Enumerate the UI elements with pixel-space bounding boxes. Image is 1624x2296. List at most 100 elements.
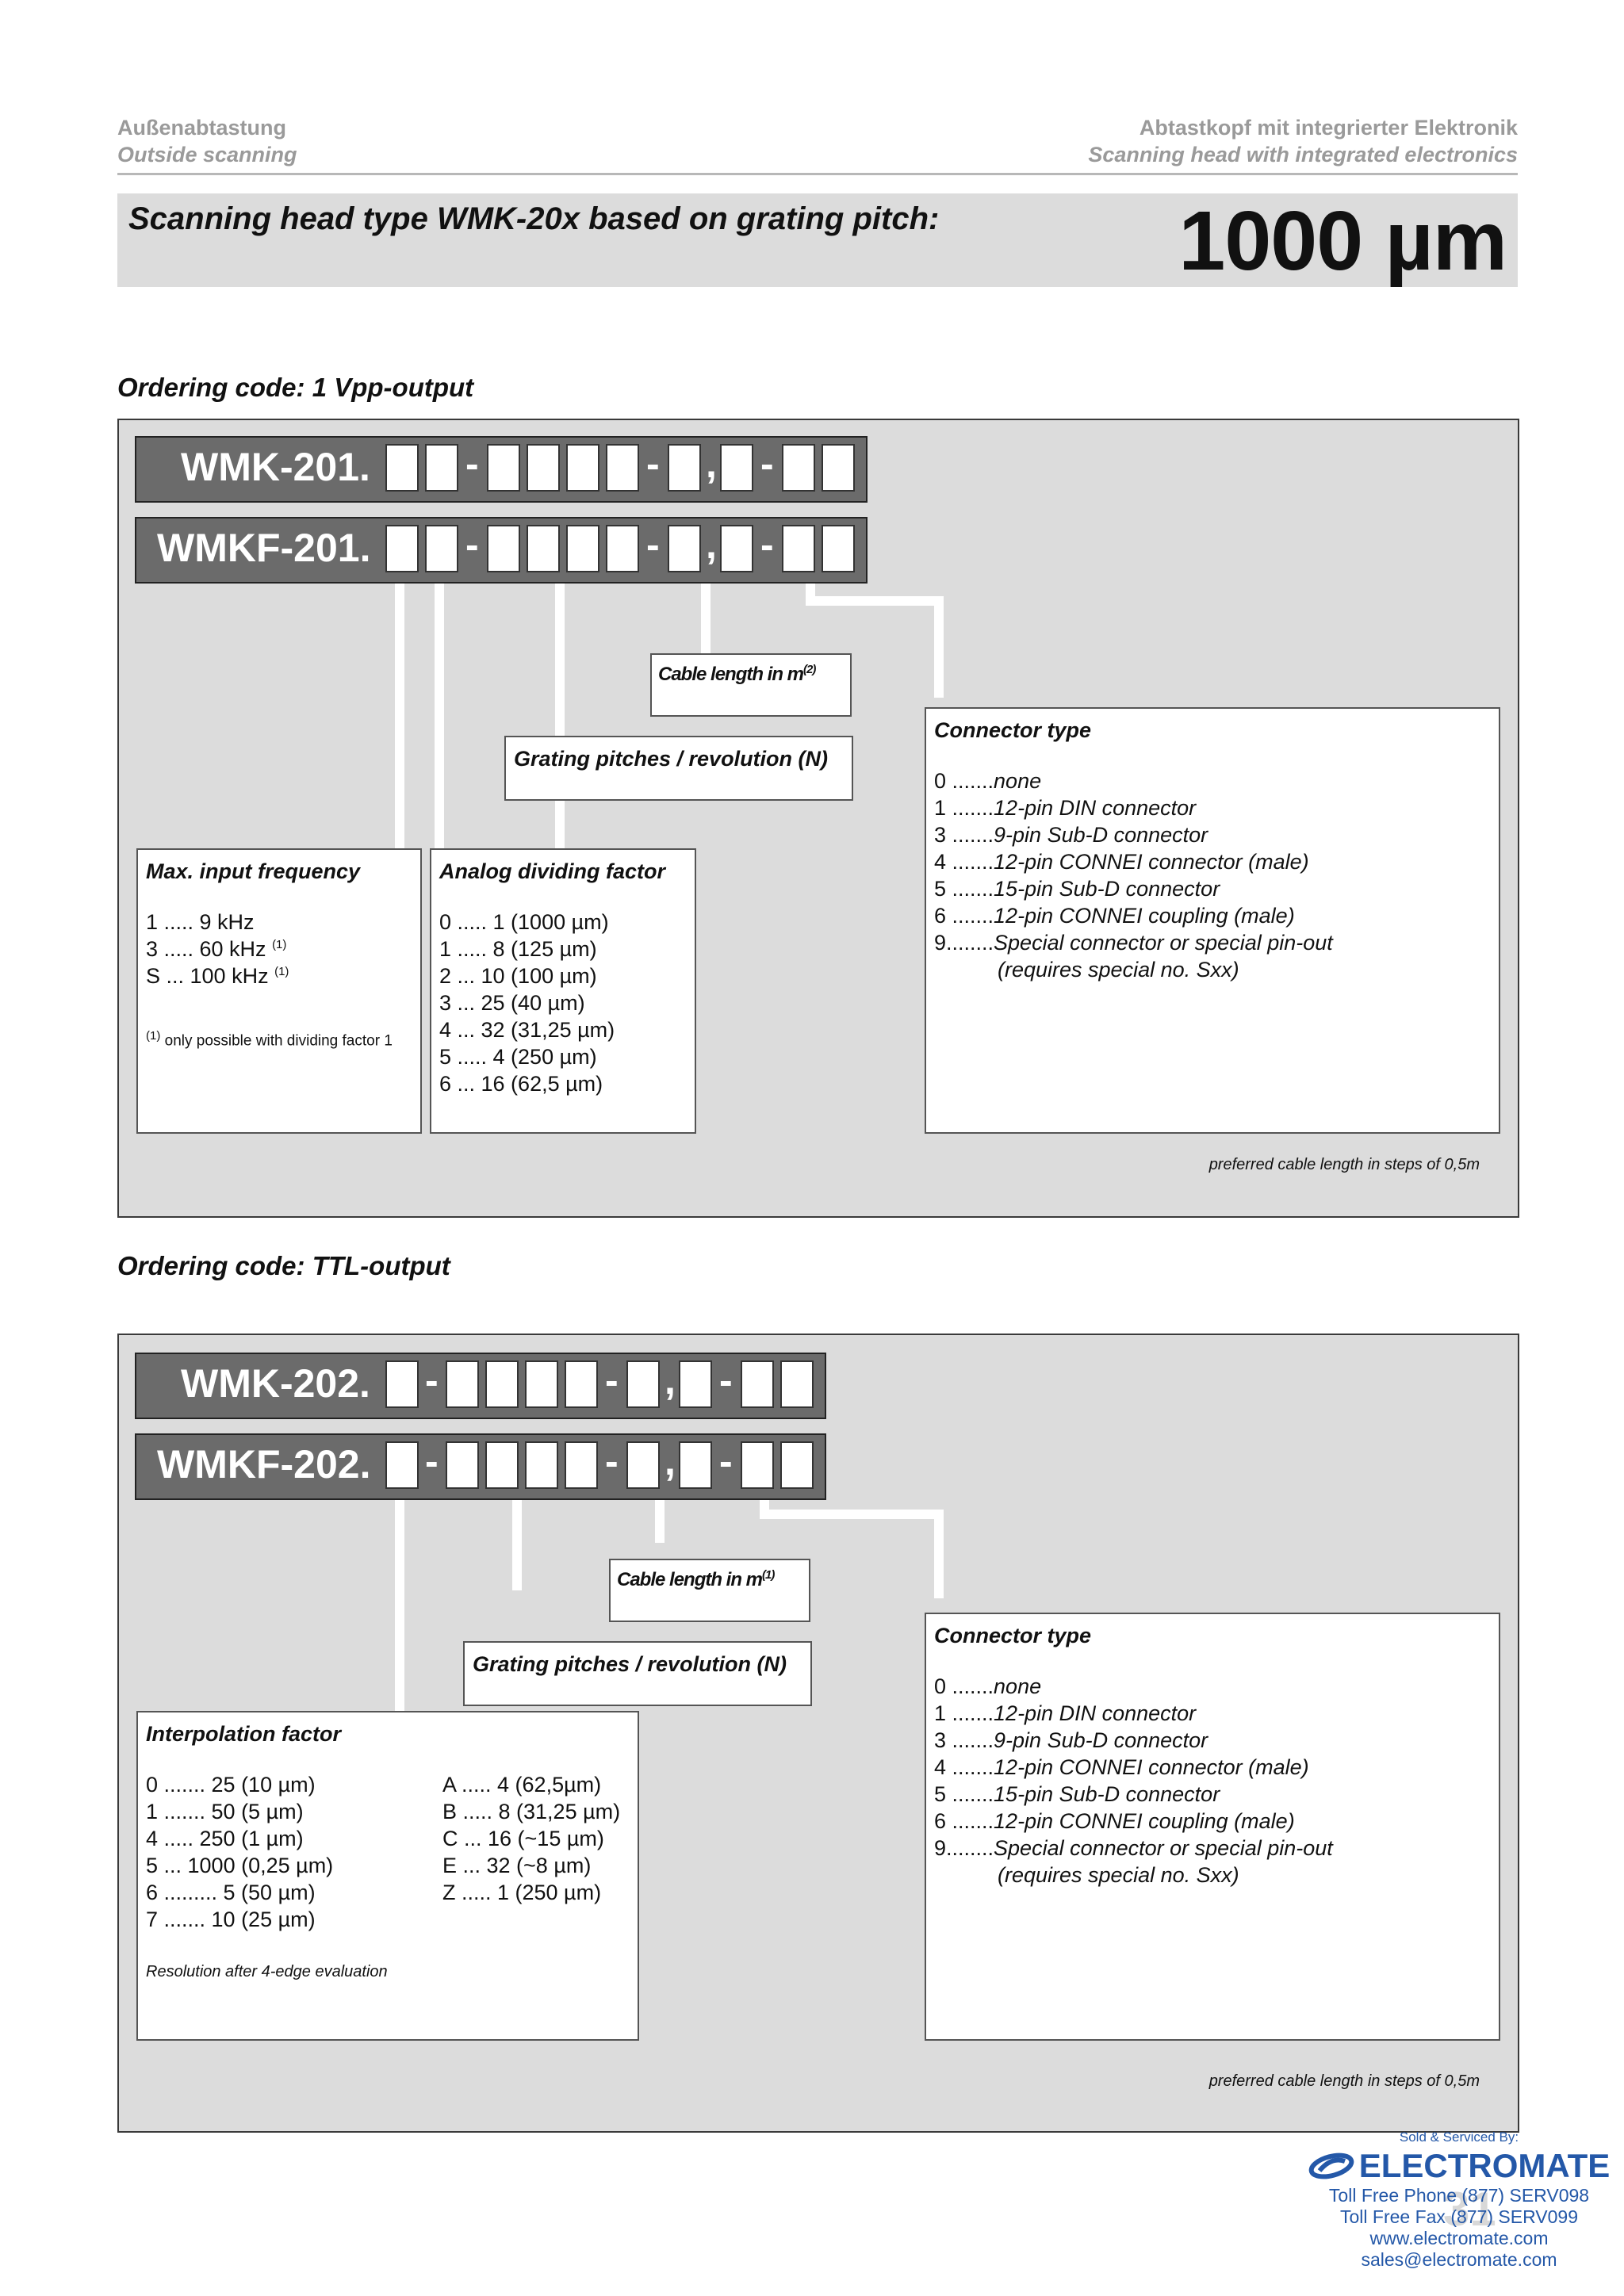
connector-option: 3 .......9-pin Sub-D connector (934, 1728, 1208, 1752)
frequency-option: 3 ..... 60 kHz (1) (146, 937, 287, 961)
cable-length-label: Cable length in m(2) (658, 663, 816, 685)
section2-panel: WMK-202. - - , - WMKF-202. - - , - Cable… (117, 1334, 1519, 2133)
code-slot (446, 1360, 479, 1408)
interpolation-option: Z ..... 1 (250 µm) (442, 1881, 602, 1904)
cable-length-box: Cable length in m(2) (650, 653, 852, 717)
code-slot (606, 525, 639, 572)
analog-dividing-factor-box: Analog dividing factor 0 ..... 1 (1000 µ… (430, 848, 696, 1134)
code-label: WMKF-202. (157, 1442, 371, 1487)
section2-title: Ordering code: TTL-output (117, 1251, 450, 1280)
max-input-frequency-box: Max. input frequency 1 ..... 9 kHz 3 ...… (136, 848, 422, 1134)
brand-row: ELECTROMATE (1300, 2147, 1618, 2185)
grating-pitches-box: Grating pitches / revolution (N) (504, 736, 853, 801)
interpolation-option: 1 ....... 50 (5 µm) (146, 1800, 304, 1823)
electromate-logo-icon (1308, 2152, 1354, 2179)
connector-type-box: Connector type 0 .......none 1 .......12… (925, 1613, 1500, 2041)
interpolation-option: 4 ..... 250 (1 µm) (146, 1827, 304, 1850)
preferred-cable-length-note: preferred cable length in steps of 0,5m (1208, 2072, 1480, 2090)
frequency-option: S ... 100 kHz (1) (146, 964, 289, 988)
resolution-note: Resolution after 4-edge evaluation (146, 1963, 388, 1980)
connector-option-note: (requires special no. Sxx) (998, 958, 1239, 982)
connector-option: 1 .......12-pin DIN connector (934, 796, 1197, 820)
connector-line (555, 572, 565, 894)
interpolation-option: 6 ......... 5 (50 µm) (146, 1881, 316, 1904)
code-slot (527, 525, 560, 572)
interpolation-factor-title: Interpolation factor (146, 1722, 342, 1746)
cable-length-label: Cable length in m(1) (617, 1568, 775, 1590)
code-slot (741, 1441, 774, 1489)
header-left-en: Outside scanning (117, 143, 297, 166)
connector-option: 6 .......12-pin CONNEI coupling (male) (934, 1809, 1295, 1833)
code-slot (679, 1360, 712, 1408)
code-slot (566, 444, 599, 492)
code-slot (626, 1360, 660, 1408)
header-right-de: Abtastkopf mit integrierter Elektronik (1139, 116, 1518, 140)
analog-dividing-factor-title: Analog dividing factor (439, 859, 666, 883)
connector-option: 4 .......12-pin CONNEI connector (male) (934, 1755, 1309, 1779)
preferred-cable-length-note: preferred cable length in steps of 0,5m (1208, 1156, 1480, 1173)
interpolation-option: C ... 16 (~15 µm) (442, 1827, 604, 1850)
connector-line (934, 1510, 944, 1598)
code-slot (741, 1360, 774, 1408)
code-slot (565, 1360, 598, 1408)
code-slot (485, 1441, 519, 1489)
dividing-option: 5 ..... 4 (250 µm) (439, 1045, 597, 1069)
connector-option: 5 .......15-pin Sub-D connector (934, 877, 1220, 901)
code-slot (668, 525, 701, 572)
connector-type-box: Connector type 0 .......none 1 .......12… (925, 707, 1500, 1134)
frequency-option: 1 ..... 9 kHz (146, 910, 255, 934)
code-slot (782, 444, 815, 492)
brand-name: ELECTROMATE (1358, 2147, 1611, 2184)
code-slot (780, 1441, 814, 1489)
grating-pitches-label: Grating pitches / revolution (N) (473, 1652, 787, 1676)
toll-free-phone: Toll Free Phone (877) SERV098 (1328, 2185, 1590, 2206)
code-slot (525, 1441, 558, 1489)
code-label: WMK-202. (181, 1361, 370, 1406)
connector-option: 3 .......9-pin Sub-D connector (934, 823, 1208, 847)
code-slot (385, 444, 419, 492)
connector-option: 5 .......15-pin Sub-D connector (934, 1782, 1220, 1806)
code-bar-wmk-201: WMK-201. - - , - (135, 436, 868, 503)
code-slot (527, 444, 560, 492)
code-slot (385, 1360, 419, 1408)
cable-length-box: Cable length in m(1) (609, 1559, 810, 1622)
connector-option: 6 .......12-pin CONNEI coupling (male) (934, 904, 1295, 928)
code-slot (822, 444, 855, 492)
sold-serviced-label: Sold & Serviced By: (1399, 2130, 1519, 2145)
code-slot (566, 525, 599, 572)
dividing-option: 3 ... 25 (40 µm) (439, 991, 585, 1015)
interpolation-option: E ... 32 (~8 µm) (442, 1854, 592, 1877)
code-slot (425, 525, 458, 572)
connector-line (395, 1487, 404, 1711)
dividing-option: 0 ..... 1 (1000 µm) (439, 910, 609, 934)
connector-line (701, 572, 710, 653)
code-slot (487, 525, 520, 572)
header-right-en: Scanning head with integrated electronic… (1088, 143, 1518, 166)
interpolation-factor-box: Interpolation factor 0 ....... 25 (10 µm… (136, 1711, 639, 2041)
connector-line (934, 596, 944, 698)
code-slot (822, 525, 855, 572)
connector-option: 4 .......12-pin CONNEI connector (male) (934, 850, 1309, 874)
connector-line (760, 1510, 944, 1519)
connector-option-note: (requires special no. Sxx) (998, 1863, 1239, 1887)
frequency-footnote: (1) only possible with dividing factor 1 (146, 1029, 393, 1050)
code-label: WMKF-201. (157, 526, 371, 570)
interpolation-option: A ..... 4 (62,5µm) (442, 1773, 602, 1797)
section1-panel: WMK-201. - - , - WMKF-201. - - , - Cable (117, 419, 1519, 1218)
interpolation-option: 0 ....... 25 (10 µm) (146, 1773, 316, 1797)
connector-option: 1 .......12-pin DIN connector (934, 1701, 1197, 1725)
connector-option: 9........Special connector or special pi… (934, 931, 1333, 955)
grating-pitches-box: Grating pitches / revolution (N) (463, 1641, 812, 1706)
connector-line (512, 1487, 522, 1590)
code-slot (385, 525, 419, 572)
email-link[interactable]: sales@electromate.com (1361, 2249, 1557, 2270)
code-slot (626, 1441, 660, 1489)
max-input-frequency-title: Max. input frequency (146, 859, 361, 883)
connector-line (806, 596, 944, 606)
dividing-option: 1 ..... 8 (125 µm) (439, 937, 597, 961)
page-number: 31 (1443, 2183, 1496, 2236)
title-band: Scanning head type WMK-20x based on grat… (117, 193, 1518, 288)
header-rule (117, 173, 1518, 175)
interpolation-option: 5 ... 1000 (0,25 µm) (146, 1854, 334, 1877)
website-link[interactable]: www.electromate.com (1369, 2228, 1549, 2248)
